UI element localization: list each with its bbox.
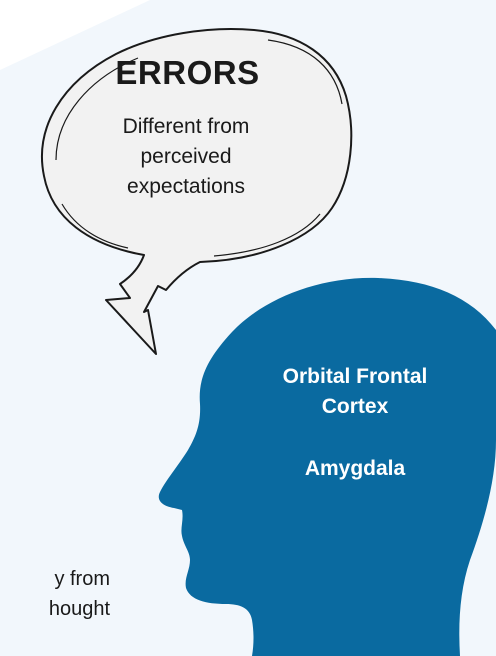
cut-off-line: y from [0, 564, 110, 594]
bubble-line: expectations [78, 172, 294, 202]
label-line: Cortex [240, 392, 470, 422]
bubble-line: Different from [78, 112, 294, 142]
cut-off-text: y from hought [0, 564, 110, 624]
cut-off-line: hought [0, 594, 110, 624]
bubble-description: Different from perceived expectations [78, 112, 294, 202]
bubble-title: ERRORS [90, 54, 285, 92]
label-line: Orbital Frontal [240, 362, 470, 392]
label-amygdala: Amygdala [240, 454, 470, 484]
label-orbital-frontal-cortex: Orbital Frontal Cortex [240, 362, 470, 422]
bubble-line: perceived [78, 142, 294, 172]
